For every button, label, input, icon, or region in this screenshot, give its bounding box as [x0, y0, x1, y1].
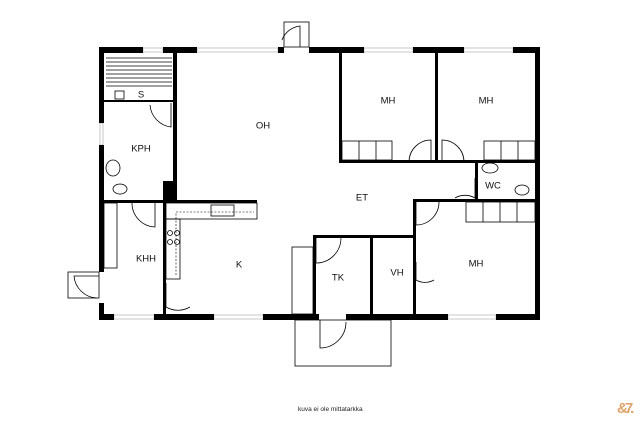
room-label-hall: ET [356, 193, 368, 204]
walls [99, 47, 540, 320]
back-entrance-step [283, 21, 310, 48]
bathroom-fixtures [105, 159, 530, 196]
windows [99, 47, 514, 320]
back-door-swing [281, 25, 301, 47]
room-label-walk-in-closet: TK [332, 273, 345, 284]
room-label-bedroom-3: MH [469, 259, 484, 270]
room-label-living-room: OH [256, 121, 270, 132]
kitchen-counters [165, 202, 258, 280]
room-label-bedroom-1: MH [381, 96, 396, 107]
room-label-bedroom-2: MH [479, 96, 494, 107]
brand-logo: &7. [617, 400, 634, 417]
closets [103, 140, 536, 315]
room-label-utility-room: KHH [136, 254, 156, 265]
side-entrance-step [67, 271, 100, 299]
scale-disclaimer: kuva ei ole mittatarkka [298, 406, 363, 413]
room-label-kitchen: K [236, 260, 243, 271]
room-label-bathroom: KPH [131, 144, 151, 155]
room-label-wc: WC [485, 181, 501, 192]
sauna-benches [106, 57, 172, 100]
side-door-swing [73, 275, 99, 299]
door-swings [131, 103, 476, 311]
room-label-sauna: S [138, 90, 144, 101]
room-label-wardrobe: VH [390, 268, 403, 279]
front-door-swing [319, 320, 347, 349]
porch [294, 319, 392, 367]
